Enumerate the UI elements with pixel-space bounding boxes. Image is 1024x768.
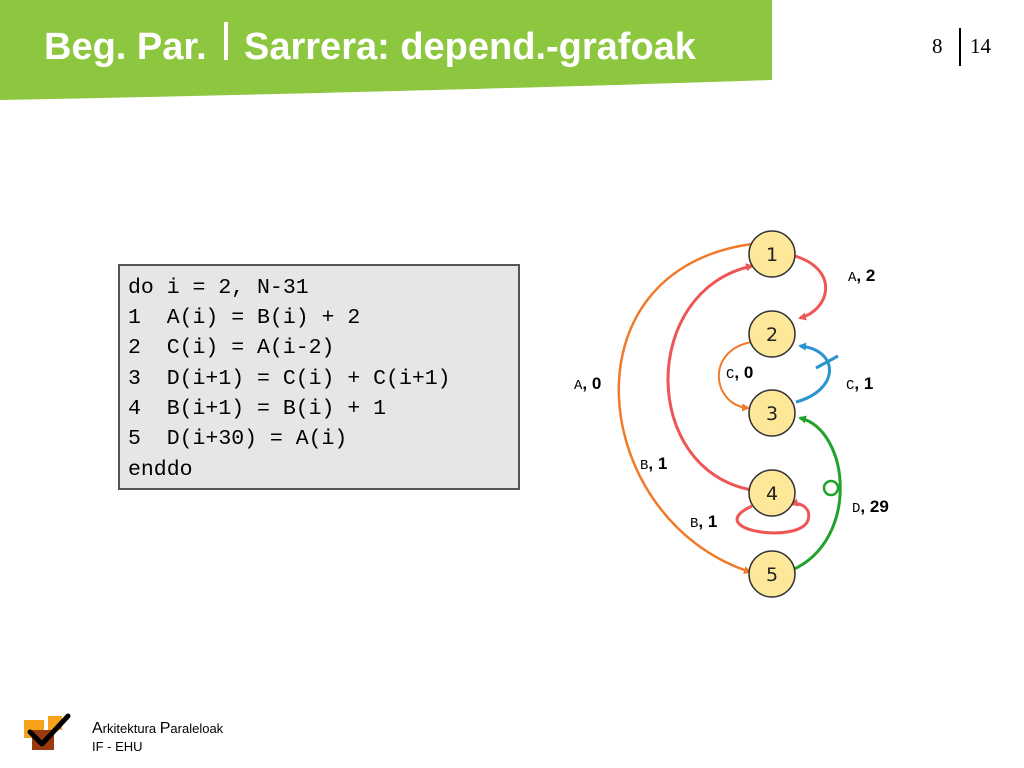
footer-line-1: Arkitektura Paraleloak xyxy=(92,720,223,738)
edge-label-var: D xyxy=(852,501,860,517)
node-label: 4 xyxy=(766,483,778,505)
footer-text: Arkitektura Paraleloak IF - EHU xyxy=(92,720,223,756)
edge-2-to-3 xyxy=(717,341,753,412)
edge-1-to-2 xyxy=(794,254,828,321)
footer-word-1: rkitektura xyxy=(102,721,160,736)
graph-node-5: 5 xyxy=(748,550,796,598)
edge-label-var: C xyxy=(846,378,854,394)
edge-label-4-to-1: B, 1 xyxy=(640,454,667,474)
edge-label-4-self: B, 1 xyxy=(690,512,717,532)
graph-node-2: 2 xyxy=(748,310,796,358)
slide-title-left: Beg. Par. xyxy=(44,26,207,68)
edge-label-var: C xyxy=(726,367,734,383)
node-label: 1 xyxy=(766,244,778,266)
edge-label-3-to-2: C, 1 xyxy=(846,374,873,394)
edge-label-1-to-2: A, 2 xyxy=(848,266,875,286)
edge-label-var: B xyxy=(690,516,698,532)
node-label: 5 xyxy=(766,564,778,586)
edge-label-var: A xyxy=(848,270,857,286)
edge-4-to-1 xyxy=(666,263,754,492)
node-label: 3 xyxy=(766,403,778,425)
code-line: 2 C(i) = A(i-2) xyxy=(128,336,335,360)
edge-5-to-3 xyxy=(791,415,842,572)
edge-label-distance: 29 xyxy=(870,497,889,516)
code-line: enddo xyxy=(128,458,193,482)
graph-node-4: 4 xyxy=(748,469,796,517)
edge-label-5-to-3: D, 29 xyxy=(852,497,889,517)
code-listing: do i = 2, N-31 1 A(i) = B(i) + 2 2 C(i) … xyxy=(118,264,520,490)
page-number-separator xyxy=(959,28,961,66)
edge-label-comma: , xyxy=(648,454,657,473)
edge-5-to-3-marker xyxy=(822,479,840,497)
code-line: 3 D(i+1) = C(i) + C(i+1) xyxy=(128,367,451,391)
footer-line-2: IF - EHU xyxy=(92,739,143,754)
edge-label-2-to-3: C, 0 xyxy=(726,363,753,383)
edge-label-comma: , xyxy=(860,497,869,516)
code-line: 1 A(i) = B(i) + 2 xyxy=(128,306,361,330)
edge-label-1-to-5: A, 0 xyxy=(574,374,601,394)
edge-label-comma: , xyxy=(854,374,863,393)
edge-label-var: A xyxy=(574,378,583,394)
graph-node-3: 3 xyxy=(748,389,796,437)
edge-1-to-5 xyxy=(617,242,753,574)
edge-3-to-2-tick xyxy=(815,354,839,370)
code-line: do i = 2, N-31 xyxy=(128,276,309,300)
edge-3-to-2 xyxy=(795,342,831,404)
footer-word-2: araleloak xyxy=(170,721,224,736)
code-line: 5 D(i+30) = A(i) xyxy=(128,427,348,451)
edge-label-distance: 0 xyxy=(744,363,753,382)
banner-shape xyxy=(0,0,772,100)
edge-label-comma: , xyxy=(698,512,707,531)
edge-label-distance: 1 xyxy=(864,374,873,393)
edge-label-comma: , xyxy=(734,363,743,382)
edge-label-comma: , xyxy=(582,374,591,393)
edge-label-distance: 0 xyxy=(592,374,601,393)
edge-label-comma: , xyxy=(856,266,865,285)
slide-title-right: Sarrera: depend.-grafoak xyxy=(244,26,696,68)
checkmark-logo-icon xyxy=(24,713,71,750)
edge-label-distance: 1 xyxy=(708,512,717,531)
header-banner xyxy=(0,0,772,100)
graph-node-1: 1 xyxy=(748,230,796,278)
edge-4-self-loop xyxy=(735,498,811,535)
footer-initial-p: P xyxy=(159,720,171,737)
edge-label-distance: 2 xyxy=(866,266,875,285)
footer-initial-a: A xyxy=(92,720,103,737)
page-number-total: 14 xyxy=(970,34,991,58)
edge-label-var: B xyxy=(640,458,648,474)
title-separator xyxy=(224,22,228,60)
page-number-current: 8 xyxy=(932,34,943,58)
code-line: 4 B(i+1) = B(i) + 1 xyxy=(128,397,387,421)
edge-label-distance: 1 xyxy=(658,454,667,473)
node-label: 2 xyxy=(766,324,778,346)
